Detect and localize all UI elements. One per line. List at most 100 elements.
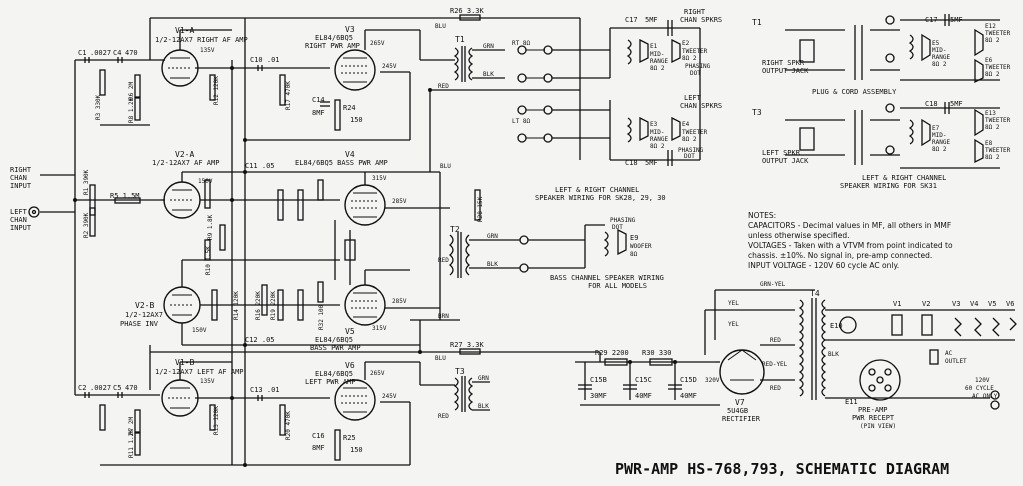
wire-blk-t2: BLK	[487, 261, 498, 268]
wire-blu-low: BLU	[435, 355, 446, 362]
bass-wiring-caption-1: BASS CHANNEL SPEAKER WIRING	[550, 274, 664, 282]
e2-type: TWEETER	[682, 48, 708, 55]
c18-label: C18	[625, 159, 638, 167]
c2-label: C2	[78, 384, 86, 392]
left-input-label-2: CHAN	[10, 216, 27, 224]
r20-label: R20 470K	[285, 411, 292, 440]
e7-mid: MID-	[932, 132, 946, 139]
c4-label: C4	[113, 49, 121, 57]
e9-imp: 8Ω	[630, 251, 638, 258]
e13-imp: 8Ω 2	[985, 124, 1000, 131]
c1-label: C1	[78, 49, 86, 57]
wire-brn: BRN	[438, 313, 449, 320]
wire-blk-t1: BLK	[483, 71, 494, 78]
wire-grn-t1: GRN	[483, 43, 494, 50]
v4-label: V4	[345, 150, 355, 159]
e12-label: E12	[985, 23, 996, 30]
sk31-caption-1: LEFT & RIGHT CHANNEL	[862, 174, 946, 182]
c13-label: C13 .01	[250, 386, 280, 394]
r26-label: R26 3.3K	[450, 7, 485, 15]
v7-type: 5U4GB	[727, 407, 748, 415]
e6-type: TWEETER	[985, 64, 1011, 71]
phasing-dot-3b: DOT	[612, 224, 623, 231]
left-input-jack[interactable]	[28, 206, 40, 218]
pilot-lamps	[891, 314, 1017, 337]
c16-label: C16	[312, 432, 325, 440]
r11-resistor	[134, 432, 141, 456]
preamp-label-3: (PIN VIEW)	[860, 423, 896, 430]
dial-v5: V5	[988, 300, 996, 308]
c18-value: 5MF	[645, 159, 658, 167]
wire-grnyel: GRN-YEL	[760, 281, 786, 288]
left-input-label-1: LEFT	[10, 208, 28, 216]
r19-label: R19 220K	[270, 291, 277, 320]
c5-value: 470	[125, 384, 138, 392]
dial-v6: V6	[1006, 300, 1014, 308]
transformer-t1	[453, 46, 505, 82]
tube-v1a	[161, 49, 199, 87]
wire-yel-2: YEL	[728, 321, 739, 328]
v1b-plate-voltage: 135V	[200, 378, 215, 385]
v3-type: EL84/6BQ5	[315, 34, 353, 42]
r17-label: R17 470K	[285, 81, 292, 110]
v1a-label: V1-A	[175, 26, 194, 35]
e8-imp: 8Ω 2	[985, 154, 1000, 161]
input-section	[28, 57, 245, 466]
preamp-label-2: PWR RECEPT	[852, 414, 895, 422]
v4-screen-voltage: 285V	[392, 198, 407, 205]
wire-red-ps2: RED	[770, 385, 781, 392]
r30-label: R30 330	[642, 349, 672, 357]
e7-label: E7	[932, 125, 940, 132]
left-jack-caption-1: LEFT SPKR	[762, 149, 801, 157]
v2b-type: 1/2-12AX7	[125, 311, 163, 319]
v5-plate-voltage: 315V	[372, 325, 387, 332]
e5-imp: 8Ω 2	[932, 61, 947, 68]
c15c-value: 40MF	[635, 392, 652, 400]
r13-label: R13 120K	[213, 406, 220, 435]
v2b-plate-voltage: 150V	[192, 327, 207, 334]
notes-line-4: VOLTAGES - Taken with a VTVM from point …	[748, 241, 953, 250]
ac-only-3: AC ONLY	[972, 393, 998, 400]
v1a-desc: 1/2-12AX7 RIGHT AF AMP	[155, 36, 248, 44]
c14-value: 8MF	[312, 109, 325, 117]
e1-mid: MID-	[650, 51, 664, 58]
ac-only-1: 120V	[975, 377, 990, 384]
e3-label: E3	[650, 121, 658, 128]
r14-label: R14 120K	[233, 291, 240, 320]
e2-label: E2	[682, 40, 690, 47]
v3-desc: RIGHT PWR AMP	[305, 42, 360, 50]
e3-range: RANGE	[650, 136, 668, 143]
r2-label: R2 390K	[83, 212, 90, 238]
r10-label: R10 1.5K	[205, 246, 212, 275]
v5-type: EL84/6BQ5	[315, 336, 353, 344]
c5-label: C5	[113, 384, 121, 392]
c15c-label: C15C	[635, 376, 652, 384]
tube-v2a	[163, 181, 201, 219]
wire-red-top: RED	[438, 83, 449, 90]
e4-imp: 8Ω 2	[682, 136, 697, 143]
v4-plate-voltage: 315V	[372, 175, 387, 182]
r8-label: R8 1.2K	[128, 97, 135, 123]
right-input-label-3: INPUT	[10, 182, 32, 190]
v3-plate-voltage: 265V	[370, 40, 385, 47]
e5-label: E5	[932, 40, 940, 47]
left-channel-wiring	[179, 348, 481, 466]
sk31-t1-label: T1	[752, 18, 762, 27]
c15b-value: 30MF	[590, 392, 607, 400]
speaker-wiring-lr	[517, 20, 701, 166]
wire-blu-mid: BLU	[440, 163, 451, 170]
v7-desc: RECTIFIER	[722, 415, 761, 423]
v2a-plate-voltage: 150V	[198, 178, 213, 185]
dial-v1: V1	[893, 300, 901, 308]
e8-type: TWEETER	[985, 147, 1011, 154]
c16-value: 8MF	[312, 444, 325, 452]
e8-label: E8	[985, 140, 993, 147]
c14-label: C14	[312, 96, 325, 104]
wire-red-ps1: RED	[770, 337, 781, 344]
r32-label: R32 100	[318, 304, 325, 330]
e2-imp: 8Ω 2	[682, 55, 697, 62]
lr-wiring-caption-2: SPEAKER WIRING FOR SK28, 29, 30	[535, 194, 666, 202]
sk31-c18-value: 5MF	[950, 100, 963, 108]
r27-label: R27 3.3K	[450, 341, 485, 349]
e3-mid: MID-	[650, 129, 664, 136]
